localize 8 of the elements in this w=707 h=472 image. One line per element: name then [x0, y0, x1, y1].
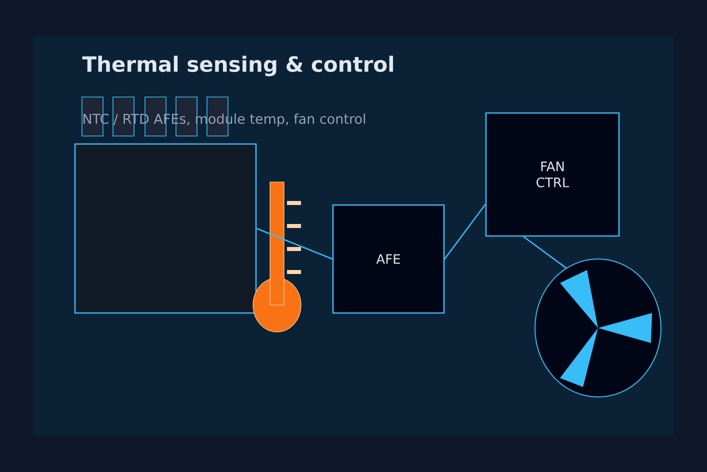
connector-line [256, 228, 333, 260]
connector-line [523, 236, 566, 268]
controller-box: FAN CTRL [485, 112, 620, 237]
connector-line [444, 204, 486, 260]
afe-box: AFE [332, 204, 445, 314]
fan-drawing [534, 258, 662, 398]
battery-pack-box [74, 143, 257, 314]
title: Thermal sensing & control [82, 56, 394, 76]
